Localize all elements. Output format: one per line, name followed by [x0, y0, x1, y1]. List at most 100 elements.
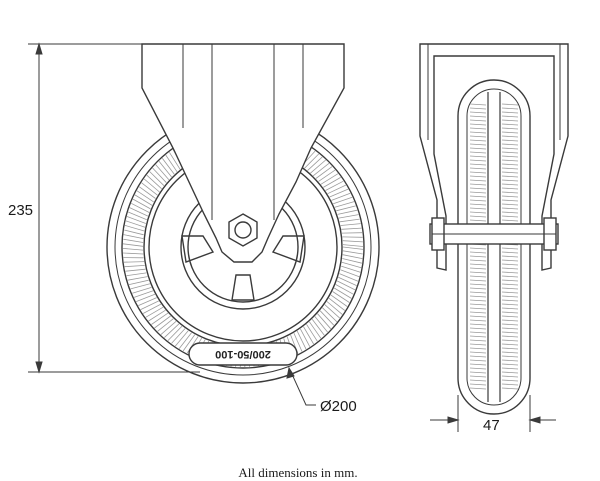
- tread-hatch-line: [122, 243, 144, 247]
- side-tread-line: [501, 127, 519, 130]
- side-tread-line: [469, 103, 487, 106]
- tread-hatch-line: [126, 272, 147, 277]
- side-tread-line: [501, 255, 519, 258]
- side-tread-line: [469, 343, 487, 346]
- side-tread-line: [501, 187, 519, 190]
- tread-hatch-line: [337, 209, 358, 215]
- side-tread-line: [501, 315, 519, 318]
- tread-hatch-line: [123, 234, 144, 239]
- tread-hatch-line: [306, 324, 318, 342]
- side-tread-line: [501, 371, 519, 374]
- side-tread-line: [501, 387, 519, 390]
- tread-hatch-line: [340, 269, 360, 278]
- tread-hatch-line: [126, 216, 146, 224]
- tread-hatch-line: [138, 186, 156, 199]
- side-tread-line: [469, 335, 487, 338]
- side-tread-line: [469, 159, 487, 162]
- tread-hatch-line: [333, 196, 353, 205]
- side-tread-line: [501, 347, 519, 350]
- side-tread-line: [501, 311, 519, 314]
- side-tread-line: [501, 215, 519, 218]
- tread-hatch-line: [142, 303, 162, 314]
- tread-hatch-line: [178, 332, 192, 349]
- side-tread-line: [501, 135, 519, 138]
- side-tread-line: [469, 111, 487, 114]
- tread-hatch-line: [125, 268, 146, 272]
- side-tread-line: [501, 379, 519, 382]
- side-tread-line: [501, 343, 519, 346]
- tread-hatch-line: [330, 294, 348, 307]
- side-tread-line: [469, 215, 487, 218]
- tread-hatch-line: [338, 214, 359, 219]
- side-tread-line: [501, 143, 519, 146]
- tread-hatch-line: [182, 334, 196, 352]
- side-tread-line: [469, 179, 487, 182]
- side-tread-line: [469, 163, 487, 166]
- side-tyre-outer: [457, 79, 531, 415]
- tread-hatch-line: [134, 194, 153, 206]
- side-tread-line: [501, 147, 519, 150]
- side-tread-line: [501, 131, 519, 134]
- tyre-sidewall-label: 200/50-100: [188, 342, 298, 366]
- side-tread-line: [469, 359, 487, 362]
- tread-hatch-line: [310, 159, 326, 174]
- side-tread-line: [469, 271, 487, 274]
- side-tread-line: [469, 255, 487, 258]
- tread-hatch-line: [161, 157, 175, 175]
- tread-hatch-line: [328, 297, 346, 311]
- side-tread-line: [501, 163, 519, 166]
- tread-hatch-line: [133, 290, 154, 298]
- tread-hatch-line: [317, 313, 332, 330]
- side-tread-line: [469, 151, 487, 154]
- side-tread-line: [469, 379, 487, 382]
- side-tread-line: [501, 219, 519, 222]
- tread-hatch-line: [315, 166, 333, 179]
- side-tread-line: [469, 351, 487, 354]
- tread-hatch-line: [132, 287, 152, 294]
- side-tread-line: [469, 299, 487, 302]
- tread-hatch-line: [320, 173, 339, 185]
- side-tread-line: [501, 359, 519, 362]
- side-tread-line: [469, 191, 487, 194]
- side-tread-line: [469, 147, 487, 150]
- side-tread-line: [501, 367, 519, 370]
- tread-hatch-line: [155, 164, 170, 181]
- side-tread-line: [501, 355, 519, 358]
- side-tread-line: [469, 155, 487, 158]
- side-tread-line: [501, 191, 519, 194]
- tread-hatch-line: [325, 180, 344, 191]
- diameter-dimension-label: Ø200: [320, 398, 357, 415]
- tread-hatch-line: [129, 207, 149, 217]
- tread-hatch-line: [132, 198, 151, 210]
- tread-hatch-line: [124, 265, 145, 268]
- tread-hatch-line: [334, 201, 355, 208]
- tread-hatch-line: [158, 161, 172, 178]
- side-tread-line: [469, 263, 487, 266]
- side-tread-line: [501, 339, 519, 342]
- tread-hatch-line: [148, 309, 166, 322]
- tread-hatch-line: [135, 293, 156, 302]
- side-tread-line: [501, 123, 519, 126]
- side-tread-line: [469, 323, 487, 326]
- side-tread-line: [469, 119, 487, 122]
- tread-hatch-line: [340, 223, 361, 226]
- tread-hatch-line: [140, 300, 159, 310]
- side-tread-line: [469, 195, 487, 198]
- side-tread-line: [469, 259, 487, 262]
- height-dimension-label: 235: [8, 202, 33, 219]
- side-tread-line: [501, 199, 519, 202]
- side-tread-line: [501, 335, 519, 338]
- side-tread-line: [469, 115, 487, 118]
- side-tread-line: [469, 363, 487, 366]
- side-view: [419, 43, 569, 415]
- tread-hatch-line: [160, 320, 177, 335]
- side-tread-line: [469, 371, 487, 374]
- side-tread-line: [501, 171, 519, 174]
- tread-hatch-line: [338, 276, 357, 286]
- tread-hatch-line: [318, 169, 336, 182]
- side-tread-line: [501, 295, 519, 298]
- side-tread-line: [469, 203, 487, 206]
- side-tread-line: [469, 355, 487, 358]
- tread-hatch-line: [167, 325, 183, 341]
